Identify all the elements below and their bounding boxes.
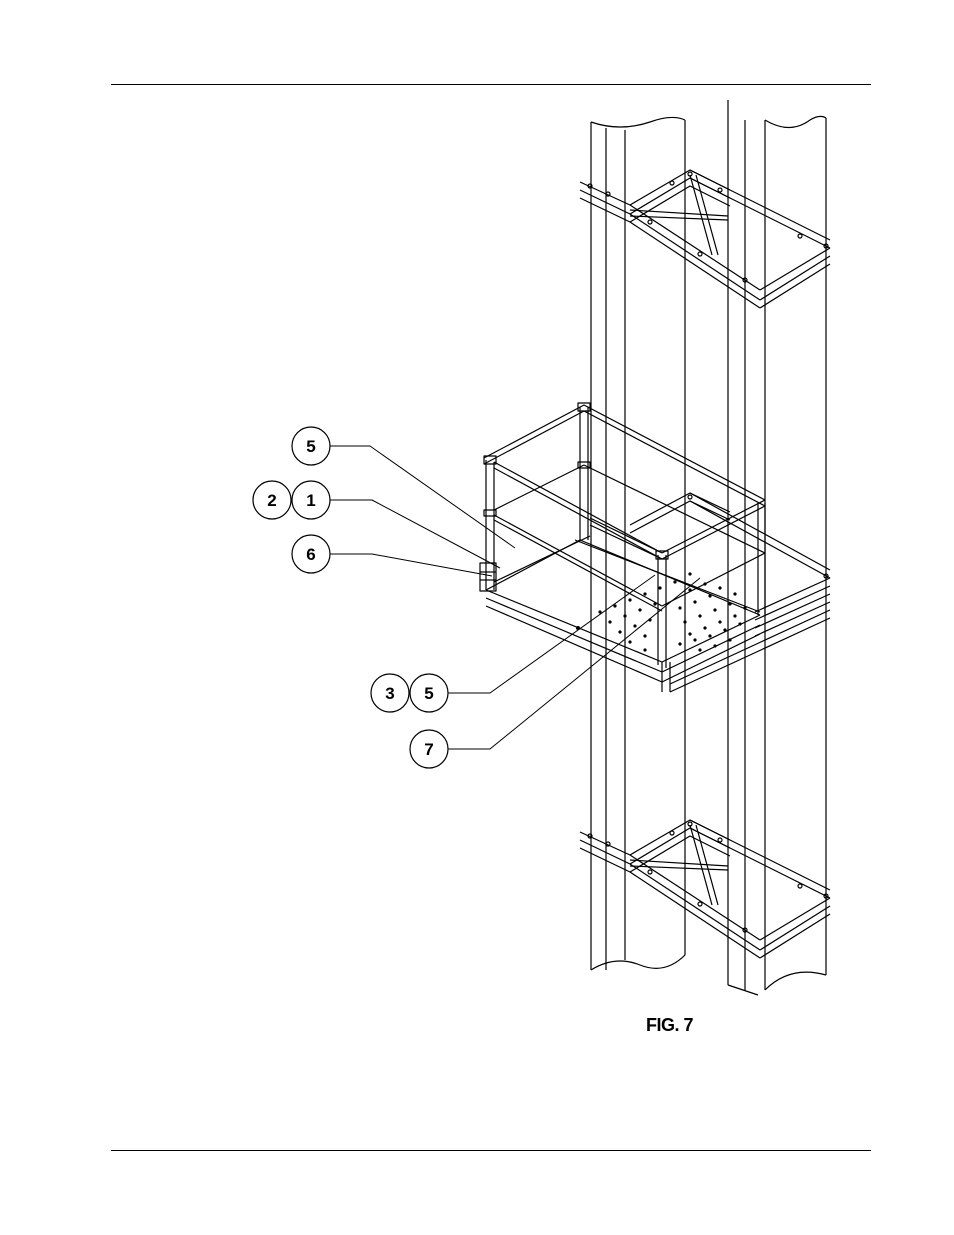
callout-c-label-1: 6 — [306, 545, 315, 564]
callout-d-label-2: 5 — [424, 684, 433, 703]
callout-balloons — [253, 427, 448, 768]
upper-bracing-frame — [580, 170, 830, 308]
callout-b-label-1: 2 — [267, 491, 276, 510]
lower-bracing-frame — [580, 820, 830, 958]
floor-perforations — [576, 572, 747, 651]
callout-a-label-1: 5 — [306, 437, 315, 456]
figure-caption: FIG. 7 — [646, 1015, 693, 1035]
middle-bracing-frame — [630, 493, 830, 636]
platform-floor — [480, 518, 830, 692]
tower-right-leg — [728, 100, 826, 995]
callout-e-label-1: 7 — [424, 740, 433, 759]
callout-labels: 5 2 1 6 3 5 7 — [267, 437, 433, 759]
callout-b-label-2: 1 — [306, 491, 315, 510]
callout-d-label-1: 3 — [385, 684, 394, 703]
tower-left-leg — [591, 117, 685, 970]
